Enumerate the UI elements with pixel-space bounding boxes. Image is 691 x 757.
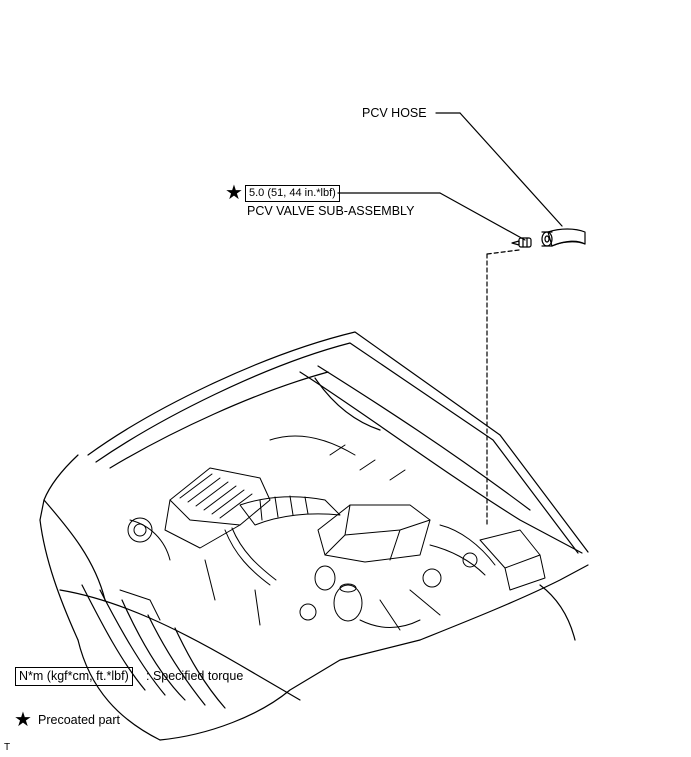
pcv-valve-label: PCV VALVE SUB-ASSEMBLY: [247, 204, 415, 218]
pcv-hose-leader: [435, 112, 563, 227]
engine-components: [119, 435, 546, 631]
pcv-hose-label: PCV HOSE: [362, 106, 427, 120]
pcv-valve-part: [511, 237, 532, 248]
torque-legend-box: N*m (kgf*cm, ft.*lbf): [15, 667, 133, 686]
torque-spec-box: 5.0 (51, 44 in.*lbf): [245, 185, 340, 202]
precoat-star-icon: ★: [225, 182, 243, 204]
pcv-hose-part: [541, 228, 586, 247]
vehicle-body: [39, 331, 589, 741]
torque-legend-desc: : Specified torque: [146, 669, 244, 683]
footer-code: T: [4, 742, 11, 753]
precoat-legend-desc: Precoated part: [38, 713, 120, 727]
pcv-valve-leader: [337, 192, 526, 241]
precoat-legend-star-icon: ★: [14, 709, 32, 731]
install-dashed-line: [486, 249, 520, 526]
